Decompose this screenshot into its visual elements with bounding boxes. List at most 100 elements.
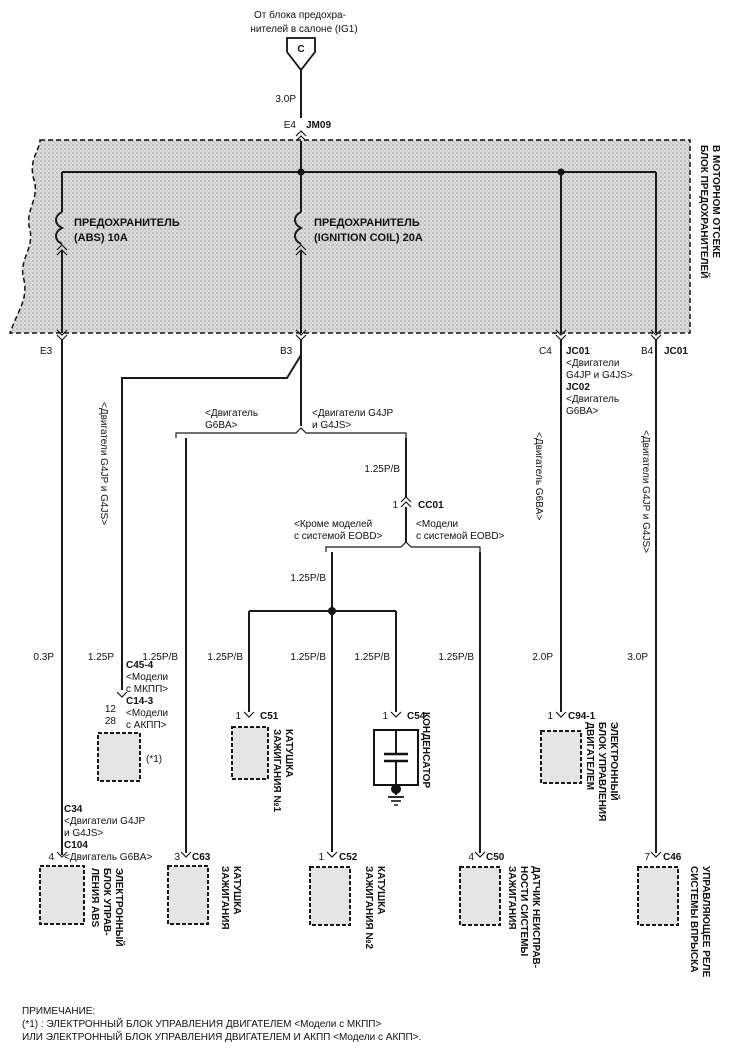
c94-label-l3: ДВИГАТЕЛЕМ: [584, 722, 595, 790]
engine-option-bracket: [175, 427, 407, 438]
ignition-fuse-label-line1: ПРЕДОХРАНИТЕЛЬ: [314, 217, 420, 229]
footnote-title: ПРИМЕЧАНИЕ:: [22, 1006, 96, 1017]
c104-label: C104: [64, 840, 88, 851]
pin-c4: C4: [539, 346, 552, 357]
c14-note-l2: с АКПП>: [126, 720, 167, 731]
g4jp-note-l1: <Двигатели G4JP: [312, 408, 394, 419]
sensor-wire-label: 1.25P/B: [438, 652, 474, 663]
abs-ecu-label-l2: БЛОК УПРАВ-: [101, 868, 112, 936]
cc01-pin: 1: [392, 500, 398, 511]
g6ba-wire-label: 1.25P/B: [142, 652, 178, 663]
main-feed-pin: E4: [284, 120, 297, 131]
source-label-line2: нителей в салоне (IG1): [250, 24, 357, 35]
eobd-left-note-l2: с системой EOBD>: [294, 531, 383, 542]
c51-connector: C51: [260, 711, 279, 722]
g6ba-note-l1: <Двигатель: [205, 408, 258, 419]
abs-ecu-label-l1: ЭЛЕКТРОННЫЙ: [113, 868, 126, 947]
c51-label-l1: КАТУШКА: [283, 729, 294, 778]
c50-label-l3: ЗАЖИГАНИЯ: [506, 866, 517, 930]
ecm-module-box: [97, 732, 141, 782]
c46-chevron: [650, 851, 662, 858]
c94-pin: 1: [547, 711, 553, 722]
c63-chevron: [180, 851, 192, 858]
c45-note-l1: <Модели: [126, 672, 168, 683]
abs-wire-label: 0.3P: [33, 652, 54, 663]
c63-label-l2: ЗАЖИГАНИЯ: [219, 866, 230, 930]
c104-note: <Двигатель G6BA>: [64, 852, 152, 863]
below-eobd-wire-label: 1.25P/B: [290, 573, 326, 584]
main-feed-wire-label: 3.0P: [275, 94, 296, 105]
c94-label-l2: БЛОК УПРАВЛЕНИЯ: [596, 722, 607, 821]
coil1-wire-label: 1.25P/B: [207, 652, 243, 663]
c46-label-l2: СИСТЕМЫ ВПРЫСКА: [688, 866, 699, 972]
capacitor-wire-label: 1.25P/B: [354, 652, 390, 663]
ecm-pin-chevron: [116, 691, 128, 698]
eobd-bracket: [325, 541, 481, 552]
source-connector-shape: [286, 37, 316, 72]
abs-fuse-symbol: [55, 211, 65, 245]
fuse-box-area: [8, 139, 691, 334]
c52-chevron: [326, 851, 338, 858]
abs-fuse-label-line2: (ABS) 10A: [74, 232, 128, 244]
cc01-wire-label: 1.25P/B: [364, 464, 400, 475]
c94-wire-label: 2.0P: [532, 652, 553, 663]
footnote-line1: (*1) : ЭЛЕКТРОННЫЙ БЛОК УПРАВЛЕНИЯ ДВИГА…: [22, 1019, 382, 1030]
c46-relay-box: [637, 866, 679, 926]
c4-vertical-note: <Двигатель G6BA>: [533, 432, 544, 520]
pin-c4-connector: JC01: [566, 346, 590, 357]
abs-pin: 4: [48, 852, 54, 863]
c50-chevron: [474, 851, 486, 858]
c4-note-l5: G6BA>: [566, 406, 599, 417]
source-label-line1: От блока предохра-: [254, 9, 346, 21]
ecm-wire: [121, 354, 302, 690]
pin-b4-connector: JC01: [664, 346, 688, 357]
c46-label-l1: УПРАВЛЯЮЩЕЕ РЕЛЕ: [700, 866, 711, 978]
c51-pin: 1: [235, 711, 241, 722]
c52-connector: C52: [339, 852, 358, 863]
eobd-right-note-l2: с системой EOBD>: [416, 531, 505, 542]
eobd-left-note-l1: <Кроме моделей: [294, 519, 372, 530]
c4-note-l1: <Двигатели: [566, 358, 619, 369]
c14-label: C14-3: [126, 696, 154, 707]
c50-sensor-box: [459, 866, 501, 926]
c34-note-l1: <Двигатели G4JP: [64, 816, 146, 827]
ecm-pin-12: 12: [105, 704, 117, 715]
cc01-chevrons: [400, 496, 412, 508]
c63-pin: 3: [174, 852, 180, 863]
c63-connector: C63: [192, 852, 211, 863]
c63-coil-box: [167, 865, 209, 925]
c52-pin: 1: [318, 852, 324, 863]
eobd-right-note-l1: <Модели: [416, 519, 458, 530]
g6ba-note-l2: G6BA>: [205, 420, 238, 431]
ecm-branch-note: <Двигатели G4JP и G4JS>: [98, 402, 109, 525]
c63-label-l1: КАТУШКА: [231, 866, 242, 915]
c50-label-l1: ДАТЧИК НЕИСПРАВ-: [530, 866, 541, 968]
c94-chevron: [555, 711, 567, 718]
c51-chevron: [243, 711, 255, 718]
c50-pin: 4: [468, 852, 474, 863]
pin-b4: B4: [641, 346, 654, 357]
ecm-pin-28: 28: [105, 716, 117, 727]
c52-label-l2: ЗАЖИГАНИЯ №2: [363, 866, 374, 949]
ground-point: [391, 784, 401, 794]
ecm-module-ref: (*1): [146, 754, 162, 765]
abs-pin-chevron: [56, 851, 68, 858]
c51-coil-box: [231, 726, 269, 780]
pin-b3: B3: [280, 346, 293, 357]
main-feed-connector: JM09: [306, 120, 331, 131]
c4-note-l4: <Двигатель: [566, 394, 619, 405]
c54-pin: 1: [382, 711, 388, 722]
c54-connector: C54: [407, 711, 426, 722]
c34-note-l2: и G4JS>: [64, 828, 103, 839]
b4-vertical-note: <Двигатели G4JP и G4JS>: [640, 430, 651, 553]
ignition-fuse-symbol: [294, 211, 304, 245]
c4-note-l2: G4JP и G4JS>: [566, 370, 633, 381]
c94-label-l1: ЭЛЕКТРОННЫЙ: [608, 722, 621, 801]
fuse-box-label-line2: В МОТОРНОМ ОТСЕКЕ: [710, 145, 721, 258]
c14-note-l1: <Модели: [126, 708, 168, 719]
c54-chevron: [390, 711, 402, 718]
c34-label: C34: [64, 804, 83, 815]
c50-connector: C50: [486, 852, 505, 863]
coil2-wire-label: 1.25P/B: [290, 652, 326, 663]
